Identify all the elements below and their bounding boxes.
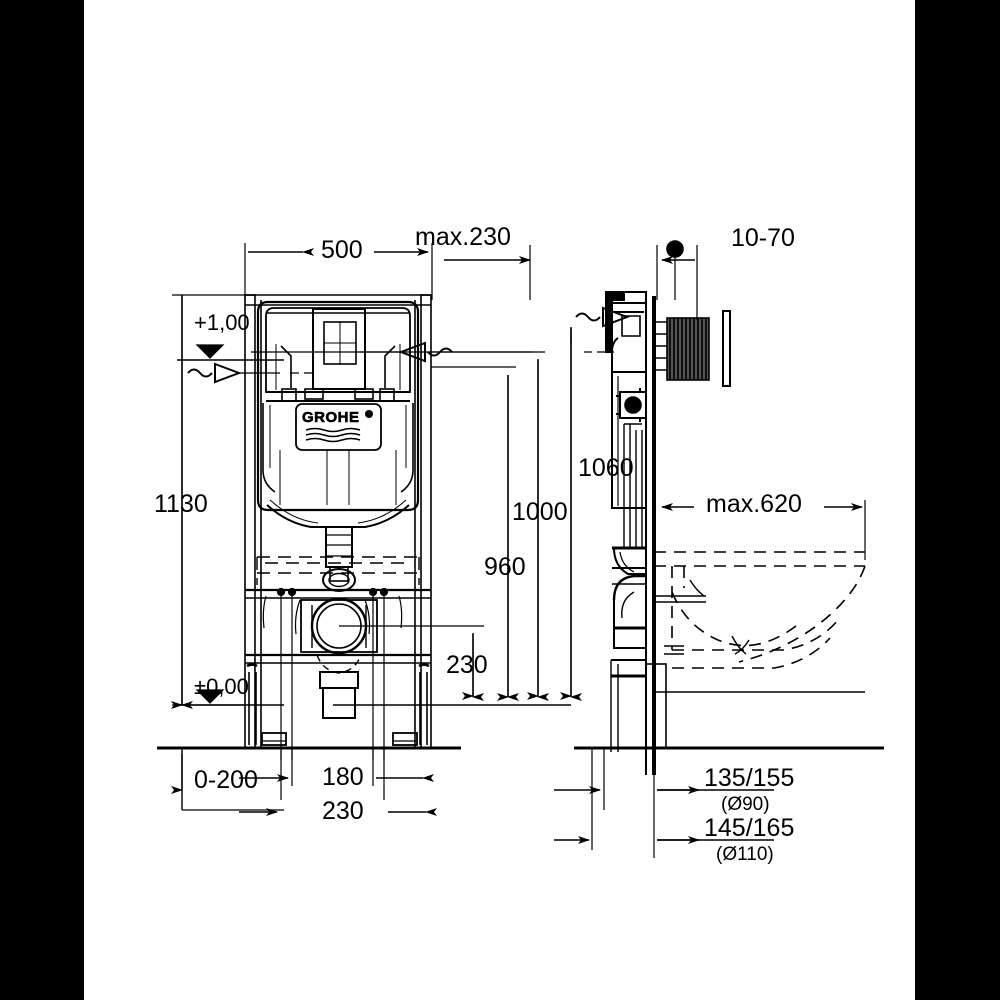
grohe-logo-dot — [365, 410, 373, 418]
dim-label-180: 180 — [322, 763, 364, 791]
dim-label-960: 960 — [484, 553, 526, 581]
dim-label-135-155: 135/155 — [704, 764, 795, 792]
wc-bowl-outline — [654, 551, 866, 669]
dim-label-diameter-90: (Ø90) — [721, 794, 770, 815]
dim-label-230-outlet: 230 — [446, 651, 488, 679]
water-supply-symbol-side — [575, 306, 630, 328]
technical-drawing-canvas: 500 1130 max.230 10-70 1060 1000 960 230… — [84, 0, 915, 1000]
dim-label-10-70: 10-70 — [731, 224, 795, 252]
letterbox-right — [915, 0, 1000, 1000]
grohe-logo-waves — [305, 427, 361, 443]
flush-plate — [654, 310, 731, 387]
dim-label-1130: 1130 — [154, 490, 208, 518]
wc-fixing-bolts — [276, 587, 389, 760]
grohe-logo: GROHE — [302, 409, 376, 445]
dim-label-diameter-110: (Ø110) — [716, 844, 774, 865]
drawing-sheet: 500 1130 max.230 10-70 1060 1000 960 230… — [84, 0, 915, 1000]
dim-label-max230: max.230 — [415, 223, 511, 251]
level-label-zero: ±0,00 — [194, 674, 249, 699]
letterbox-left — [0, 0, 84, 1000]
frame-front-view — [157, 240, 884, 858]
dim-label-1060: 1060 — [578, 454, 634, 482]
level-label-upper: +1,00 — [194, 310, 250, 335]
grohe-logo-plate — [295, 403, 382, 451]
water-supply-symbol-left — [187, 362, 316, 384]
level-marker-zero — [177, 689, 284, 706]
grohe-logo-text: GROHE — [302, 409, 360, 427]
side-view-element — [605, 240, 731, 775]
dim-label-230-base: 230 — [322, 797, 364, 825]
dim-label-0-200: 0-200 — [194, 766, 258, 794]
dim-label-145-165: 145/165 — [704, 814, 795, 842]
dim-label-500: 500 — [321, 236, 363, 264]
level-marker-upper — [177, 344, 284, 361]
dim-label-max620: max.620 — [706, 490, 802, 518]
dim-label-1000: 1000 — [512, 498, 568, 526]
